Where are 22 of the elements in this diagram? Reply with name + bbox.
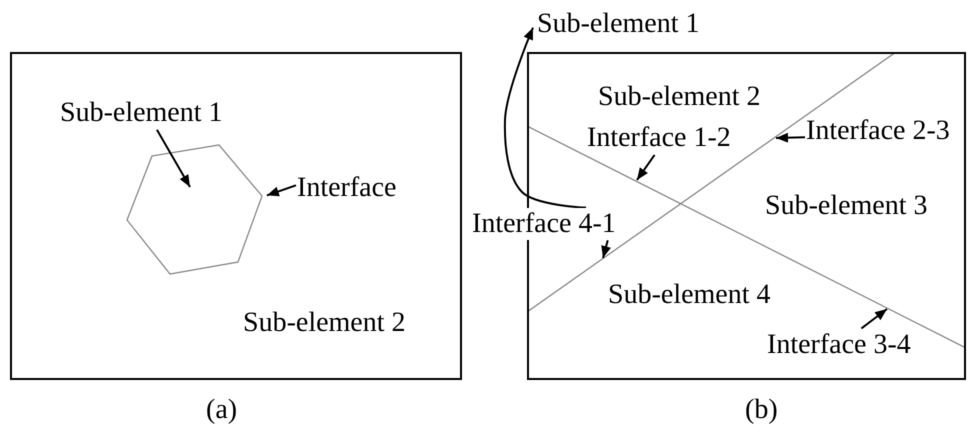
panel-caption: (a): [206, 394, 238, 426]
leader-arrow: [860, 308, 888, 330]
region-label: Sub-element 4: [608, 279, 771, 311]
leader-arrow: [636, 154, 656, 181]
element-label: Sub-element 1: [60, 97, 223, 129]
interface-label: Interface: [297, 172, 396, 204]
panel-frame: [10, 52, 462, 380]
region-label: Sub-element 3: [765, 190, 928, 222]
region-label: Sub-element 2: [243, 307, 406, 339]
interface-label: Interface 4-1: [472, 208, 616, 240]
region-label: Sub-element 2: [598, 81, 761, 113]
leader-arrow: [776, 132, 806, 143]
leader-arrow: [601, 240, 611, 258]
curved-arrow: [504, 27, 586, 209]
panel-caption: (b): [745, 394, 778, 426]
interface-label: Interface 1-2: [587, 122, 731, 154]
element-label: Sub-element 1: [537, 8, 700, 40]
hexagon-outline: [127, 145, 263, 275]
leader-arrow: [266, 184, 296, 196]
interface-label: Interface 2-3: [806, 115, 950, 147]
leader-arrow: [156, 129, 191, 188]
interface-label: Interface 3-4: [767, 329, 911, 361]
